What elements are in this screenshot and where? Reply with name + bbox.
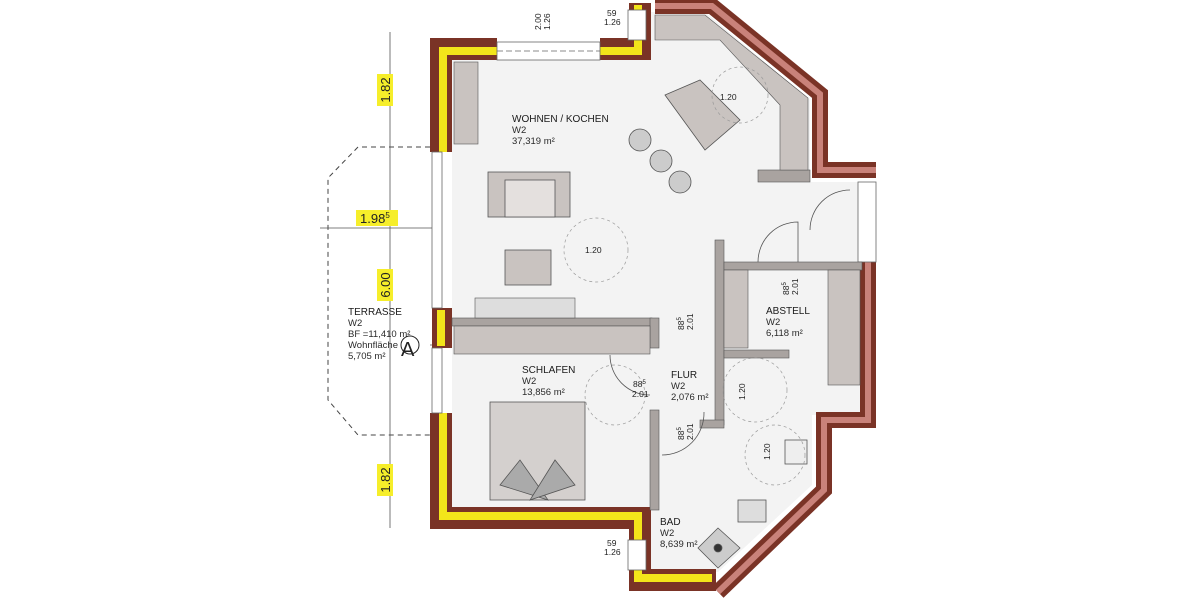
terrace-unit: W2 [348,318,362,329]
windows [431,9,877,571]
section-marker-label: A [401,339,415,361]
room-area: 2,076 m² [671,392,709,403]
dim-text: 885 [781,282,791,295]
dim-door-wohnen: 885 2.01 [676,313,695,330]
dim-bottom-left: 1.82 [377,464,393,496]
dim-text: 1.26 [604,547,621,557]
dim-text: 59 [607,538,617,548]
room-name: BAD [660,517,681,528]
dim-window-top: 2.00 1.26 [533,13,552,30]
room-flur: FLUR W2 2,076 m² [671,370,709,403]
room-area: 37,319 m² [512,136,555,147]
terrace-name: TERRASSE [348,307,402,318]
dim-wall-length: 6.00 [377,269,393,301]
dim-text: 1.26 [604,17,621,27]
terrace-label: TERRASSE W2 BF =11,410 m² Wohnfläche 5,7… [348,307,410,362]
terrace-label-wohnflaeche: Wohnfläche [348,340,398,351]
dim-text: 1.20 [762,443,772,460]
dim-text: 2.01 [790,278,800,295]
room-area: 8,639 m² [660,539,698,550]
dim-window-small-bottom: 59 1.26 [604,538,621,557]
dim-text: 885 [676,317,686,330]
dim-terrace-depth: 1.985 [356,210,398,226]
room-unit: W2 [522,376,536,387]
dim-text: 2.00 [533,13,543,30]
doors [609,189,851,456]
dim-top-left: 1.82 [377,74,393,106]
dim-text: 1.26 [542,13,552,30]
room-abstell: ABSTELL W2 6,118 m² [766,306,810,339]
room-area: 13,856 m² [522,387,565,398]
inner-walls [451,169,863,511]
room-name: FLUR [671,370,697,381]
terrace-outline [327,146,430,436]
room-wohnen-kochen: WOHNEN / KOCHEN W2 37,319 m² [512,114,609,147]
room-schlafen: SCHLAFEN W2 13,856 m² [522,365,575,398]
room-unit: W2 [660,528,674,539]
dim-text: 2.01 [685,423,695,440]
dim-text: 1.82 [378,467,393,492]
dim-door-abstell: 885 2.01 [781,278,800,295]
room-name: ABSTELL [766,306,810,317]
room-unit: W2 [766,317,780,328]
dim-text: 59 [607,8,617,18]
room-bad: BAD W2 8,639 m² [660,517,698,550]
dim-text: 2.01 [685,313,695,330]
section-marker: A [400,335,420,361]
dim-text: 1.20 [585,245,602,255]
dim-text: 1.82 [378,77,393,102]
cabinets [453,14,861,386]
terrace-bf: BF =11,410 m² [348,329,410,340]
turning-circle-labels: 1.20 1.20 1.20 1.20 [585,92,772,460]
dim-text: 1.985 [360,211,390,226]
dim-text: 2.01 [632,389,649,399]
dim-text: 1.20 [737,383,747,400]
dim-text: 885 [676,427,686,440]
room-unit: W2 [512,125,526,136]
dim-door-bad: 885 2.01 [676,423,695,440]
furniture [487,79,808,569]
terrace-area: 5,705 m² [348,351,386,362]
dim-text: 885 [633,379,646,389]
outer-walls [430,0,876,598]
room-area: 6,118 m² [766,328,803,339]
room-name: WOHNEN / KOCHEN [512,114,609,125]
room-name: SCHLAFEN [522,365,575,376]
dim-text: 6.00 [378,272,393,297]
room-unit: W2 [671,381,685,392]
dim-window-small-top: 59 1.26 [604,8,621,27]
dim-door-schlafen: 885 2.01 [632,379,649,399]
dim-text: 1.20 [720,92,737,102]
